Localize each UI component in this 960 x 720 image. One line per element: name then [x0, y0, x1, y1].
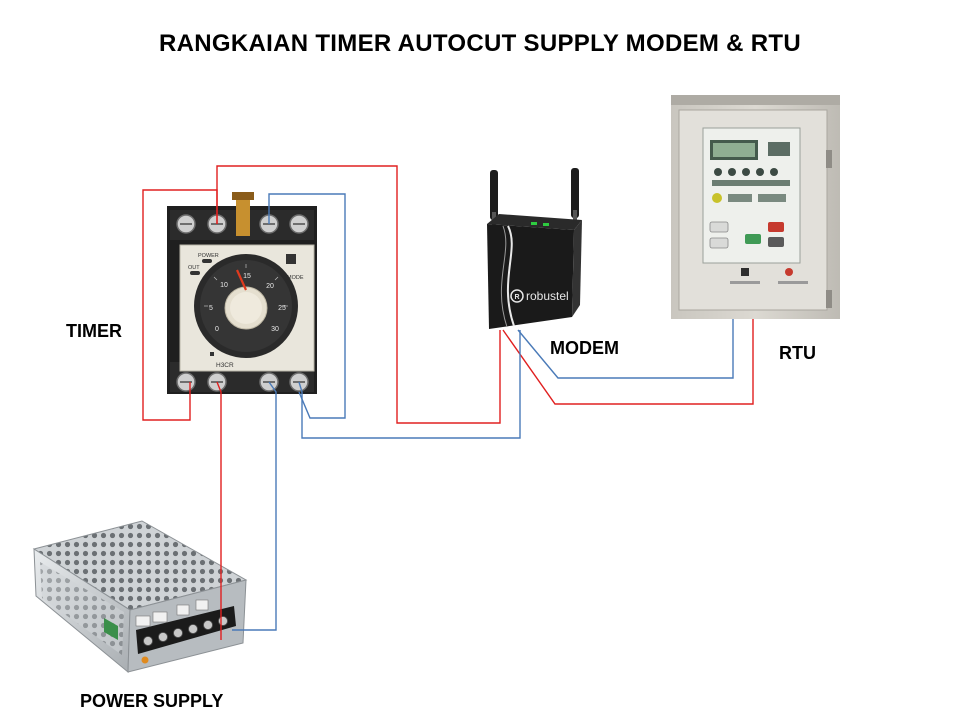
power-supply-image — [32, 520, 248, 674]
wire-timer-modem-blue — [298, 330, 521, 439]
timer-power-label: POWER — [198, 253, 219, 259]
dial-number: 15 — [243, 273, 251, 280]
timer-label: TIMER — [66, 321, 122, 341]
diagram-title: RANGKAIAN TIMER AUTOCUT SUPPLY MODEM & R… — [159, 30, 801, 57]
dial-number: 30 — [271, 326, 279, 333]
rtu-panel-image — [671, 95, 840, 319]
rtu-label: RTU — [779, 343, 816, 363]
timer-mode-label: MODE — [287, 275, 304, 281]
dial-number: 10 — [220, 282, 228, 289]
timer-image: POWER OUT MODE 0 5 10 15 20 25 30 — [167, 192, 317, 394]
wire-psu-timer-blue — [232, 381, 277, 631]
wires — [142, 165, 754, 640]
wire-modem-rtu-red — [502, 319, 754, 405]
wire-modem-rtu-blue — [517, 319, 734, 379]
power-supply-label: POWER SUPPLY — [80, 691, 224, 711]
wire-timer-loop-blue — [268, 193, 346, 419]
timer-model-text: H3CR — [216, 362, 234, 369]
modem-label: MODEM — [550, 338, 619, 358]
dial-number: 25 — [278, 305, 286, 312]
dial-number: 20 — [266, 283, 274, 290]
wire-timer-modem-red — [216, 165, 501, 424]
timer-dial: 0 5 10 15 20 25 30 — [194, 254, 298, 358]
svg-text:R: R — [514, 294, 519, 301]
modem-brand-text: robustel — [526, 289, 569, 303]
modem-image: R robustel — [487, 168, 582, 329]
dial-number: 0 — [215, 326, 219, 333]
wire-psu-timer-red — [216, 381, 222, 640]
timer-out-label: OUT — [188, 265, 200, 271]
dial-number: 5 — [209, 305, 213, 312]
